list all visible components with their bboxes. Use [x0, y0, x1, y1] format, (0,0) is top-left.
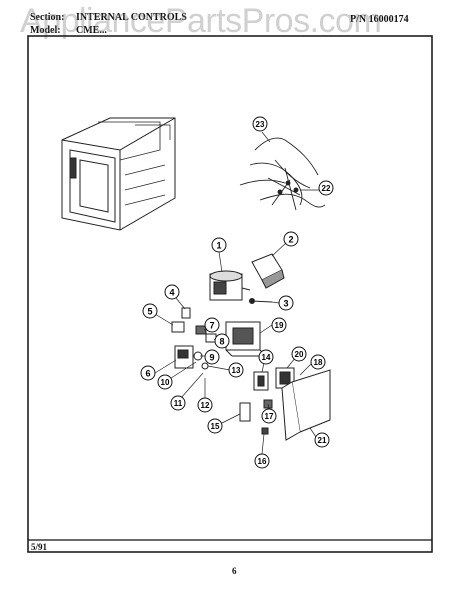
- callout-10: 10: [157, 374, 173, 390]
- callout-9: 9: [204, 349, 220, 365]
- bracket-drawing: [281, 369, 331, 441]
- callout-9-label: 9: [209, 353, 214, 363]
- wire-harness-drawing: [239, 137, 326, 211]
- oven-cavity-drawing: [61, 117, 176, 231]
- callout-1: 1: [211, 237, 227, 253]
- callout-11-label: 11: [174, 399, 183, 408]
- callout-16-label: 16: [258, 457, 267, 466]
- callout-10-label: 10: [161, 378, 170, 387]
- callout-2-label: 2: [288, 235, 293, 245]
- callout-15: 15: [207, 418, 223, 434]
- callout-19-label: 19: [275, 321, 284, 330]
- callout-5-label: 5: [147, 307, 152, 317]
- callout-14: 14: [258, 349, 274, 365]
- callout-7-label: 7: [209, 321, 214, 331]
- callout-4-label: 4: [169, 288, 174, 298]
- callout-14-label: 14: [262, 353, 271, 362]
- screw-drawing: [249, 298, 273, 304]
- callout-11: 11: [170, 395, 186, 411]
- callout-21: 21: [314, 432, 330, 448]
- small-components-drawing: [181, 307, 217, 370]
- callout-3: 3: [278, 295, 294, 311]
- callout-15-label: 15: [211, 422, 220, 431]
- callout-7: 7: [204, 317, 220, 333]
- callout-6: 6: [140, 365, 156, 381]
- callout-18-label: 18: [314, 358, 323, 367]
- leader-lines: [154, 131, 321, 455]
- callout-13-label: 13: [232, 366, 241, 375]
- callout-23-label: 23: [256, 120, 265, 129]
- switch-assembly-drawing: [171, 321, 194, 369]
- footer-date: 5/91: [31, 542, 48, 552]
- callout-4: 4: [164, 284, 180, 300]
- callout-22-label: 22: [322, 184, 331, 193]
- switch-cover-drawing: [251, 253, 285, 289]
- callout-2: 2: [283, 231, 299, 247]
- callout-20: 20: [291, 346, 307, 362]
- callout-20-label: 20: [295, 350, 304, 359]
- callout-17-label: 17: [265, 412, 274, 421]
- callout-12-label: 12: [201, 401, 210, 410]
- callout-21-label: 21: [318, 436, 327, 445]
- section-value: INTERNAL CONTROLS: [76, 12, 187, 23]
- callout-6-label: 6: [145, 369, 150, 379]
- callout-16: 16: [254, 453, 270, 469]
- watermark: AppliancePartsPros.com: [20, 2, 382, 40]
- callout-19: 19: [271, 317, 287, 333]
- page-number: 6: [232, 566, 237, 576]
- callout-12: 12: [197, 397, 213, 413]
- frame-border: [27, 35, 433, 553]
- callout-8: 8: [214, 333, 230, 349]
- callout-17: 17: [261, 408, 277, 424]
- callout-8-label: 8: [219, 337, 224, 347]
- callout-3-label: 3: [283, 299, 288, 309]
- timer-motor-drawing: [209, 270, 251, 301]
- callout-13: 13: [228, 362, 244, 378]
- transformer-drawing: [225, 321, 267, 357]
- model-value: CME...: [76, 25, 107, 36]
- part-number: P/N 16000174: [350, 14, 409, 25]
- callout-22: 22: [318, 180, 334, 196]
- callout-1-label: 1: [216, 241, 221, 251]
- model-label: Model:: [30, 25, 61, 36]
- callout-23: 23: [252, 116, 268, 132]
- callout-18: 18: [310, 354, 326, 370]
- section-label: Section:: [30, 12, 65, 23]
- callout-5: 5: [142, 303, 158, 319]
